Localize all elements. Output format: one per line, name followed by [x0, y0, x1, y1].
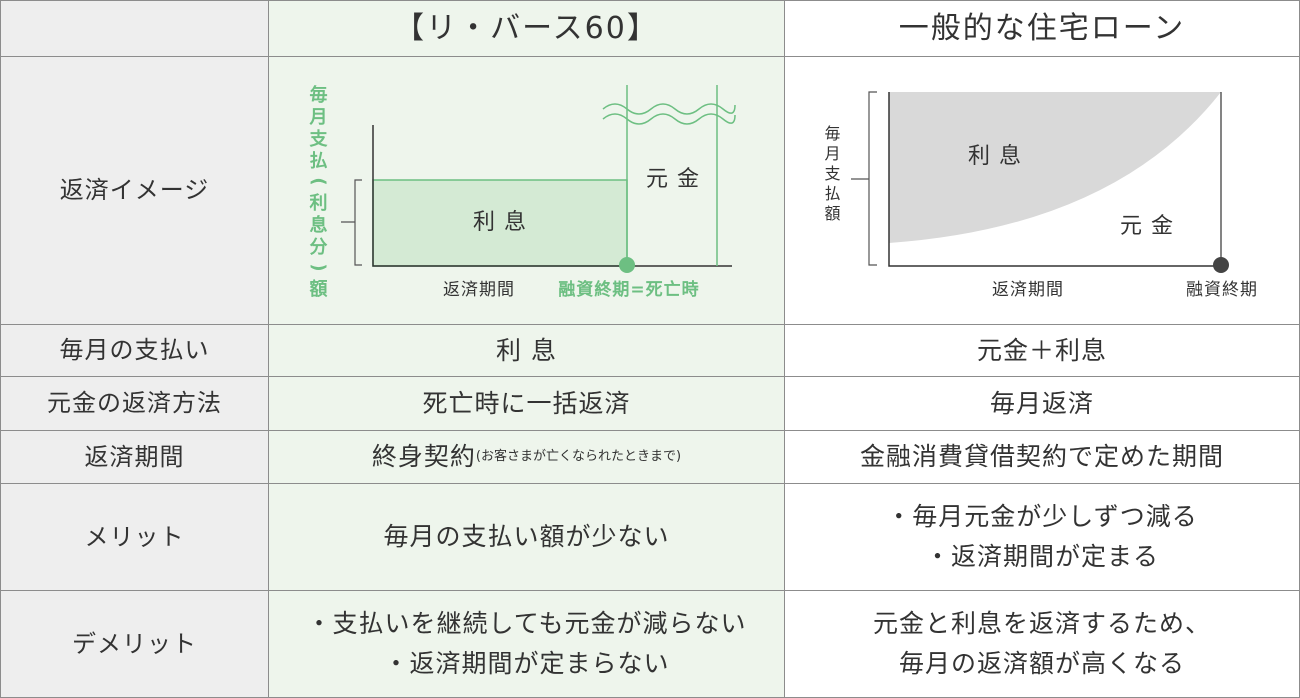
reverse60-end-label: 融資終期=死亡時 — [558, 279, 699, 300]
svg-text:月: 月 — [309, 107, 329, 128]
reverse60-diagram-cell: 毎 月 支 払 ( 利 息 分 ) 額 — [268, 56, 785, 325]
general-diagram-cell: 毎 月 支 払 額 利 息 元 金 返済期間 融資終期 — [784, 56, 1300, 325]
svg-text:払: 払 — [824, 184, 841, 203]
svg-text:支: 支 — [309, 128, 329, 150]
label-merit: メリット — [0, 483, 269, 591]
reverse60-merit: 毎月の支払い額が少ない — [268, 483, 785, 591]
svg-text:毎: 毎 — [824, 124, 841, 143]
general-end-label: 融資終期 — [1186, 280, 1258, 300]
reverse60-wave-1 — [602, 103, 736, 115]
label-principal-method: 元金の返済方法 — [0, 376, 269, 431]
reverse60-axes — [372, 125, 732, 267]
svg-text:毎: 毎 — [310, 84, 329, 106]
reverse60-period-note: (お客さまが亡くなられたときまで) — [475, 448, 682, 464]
svg-text:分: 分 — [310, 237, 329, 258]
svg-text:(: ( — [308, 177, 329, 186]
corner-cell — [0, 0, 269, 57]
general-diagram: 毎 月 支 払 額 利 息 元 金 返済期間 融資終期 — [824, 91, 1258, 300]
label-demerit: デメリット — [0, 590, 269, 698]
svg-text:月: 月 — [824, 144, 841, 163]
reverse60-principal-label: 元 金 — [646, 167, 700, 192]
general-principal-label: 元 金 — [1120, 214, 1174, 239]
general-merit-line-2: ・返済期間が定まる — [924, 542, 1159, 571]
reverse60-diagram: 毎 月 支 払 ( 利 息 分 ) 額 — [308, 84, 736, 300]
reverse60-wave-2 — [602, 113, 736, 125]
reverse60-demerit-line-1: ・支払いを継続しても元金が減らない — [306, 609, 747, 638]
svg-text:額: 額 — [824, 204, 841, 223]
reverse60-period-main: 終身契約 — [371, 442, 476, 471]
general-axes — [888, 92, 1221, 267]
header-general-loan: 一般的な住宅ローン — [784, 0, 1300, 57]
general-x-label: 返済期間 — [992, 280, 1064, 300]
reverse60-end-dot — [619, 257, 635, 273]
header-reverse60: 【リ・バース60】 — [268, 0, 785, 57]
general-demerit-line-1: 元金と利息を返済するため、 — [872, 609, 1211, 638]
reverse60-interest-area — [372, 179, 628, 267]
label-repayment-image: 返済イメージ — [0, 56, 269, 325]
reverse60-demerit-line-2: ・返済期間が定まらない — [383, 649, 670, 678]
reverse60-demerit: ・支払いを継続しても元金が減らない ・返済期間が定まらない — [268, 590, 785, 698]
reverse60-period: 終身契約 (お客さまが亡くなられたときまで) — [268, 430, 785, 484]
label-repayment-period: 返済期間 — [0, 430, 269, 484]
general-demerit-line-2: 毎月の返済額が高くなる — [898, 649, 1185, 678]
general-merit: ・毎月元金が少しずつ減る ・返済期間が定まる — [784, 483, 1300, 591]
label-monthly-payment: 毎月の支払い — [0, 324, 269, 377]
svg-text:利: 利 — [310, 192, 329, 214]
svg-text:額: 額 — [309, 278, 329, 300]
general-y-label: 毎 月 支 払 額 — [824, 124, 841, 223]
svg-text:支: 支 — [824, 164, 841, 183]
general-bracket — [851, 91, 877, 266]
general-interest-label: 利 息 — [968, 144, 1022, 169]
reverse60-interest-label: 利 息 — [473, 210, 527, 235]
svg-text:): ) — [308, 263, 329, 272]
general-interest-area — [889, 92, 1221, 243]
reverse60-y-label: 毎 月 支 払 ( 利 息 分 ) 額 — [308, 84, 329, 300]
general-period: 金融消費貸借契約で定めた期間 — [784, 430, 1300, 484]
general-end-dot — [1213, 257, 1229, 273]
general-demerit: 元金と利息を返済するため、 毎月の返済額が高くなる — [784, 590, 1300, 698]
reverse60-bracket — [341, 179, 362, 266]
reverse60-x-label: 返済期間 — [443, 280, 515, 300]
reverse60-monthly: 利 息 — [268, 324, 785, 377]
general-merit-line-1: ・毎月元金が少しずつ減る — [886, 502, 1198, 531]
svg-text:息: 息 — [310, 214, 329, 236]
general-principal-method: 毎月返済 — [784, 376, 1300, 431]
reverse60-principal-method: 死亡時に一括返済 — [268, 376, 785, 431]
svg-text:払: 払 — [310, 150, 329, 172]
general-monthly: 元金＋利息 — [784, 324, 1300, 377]
